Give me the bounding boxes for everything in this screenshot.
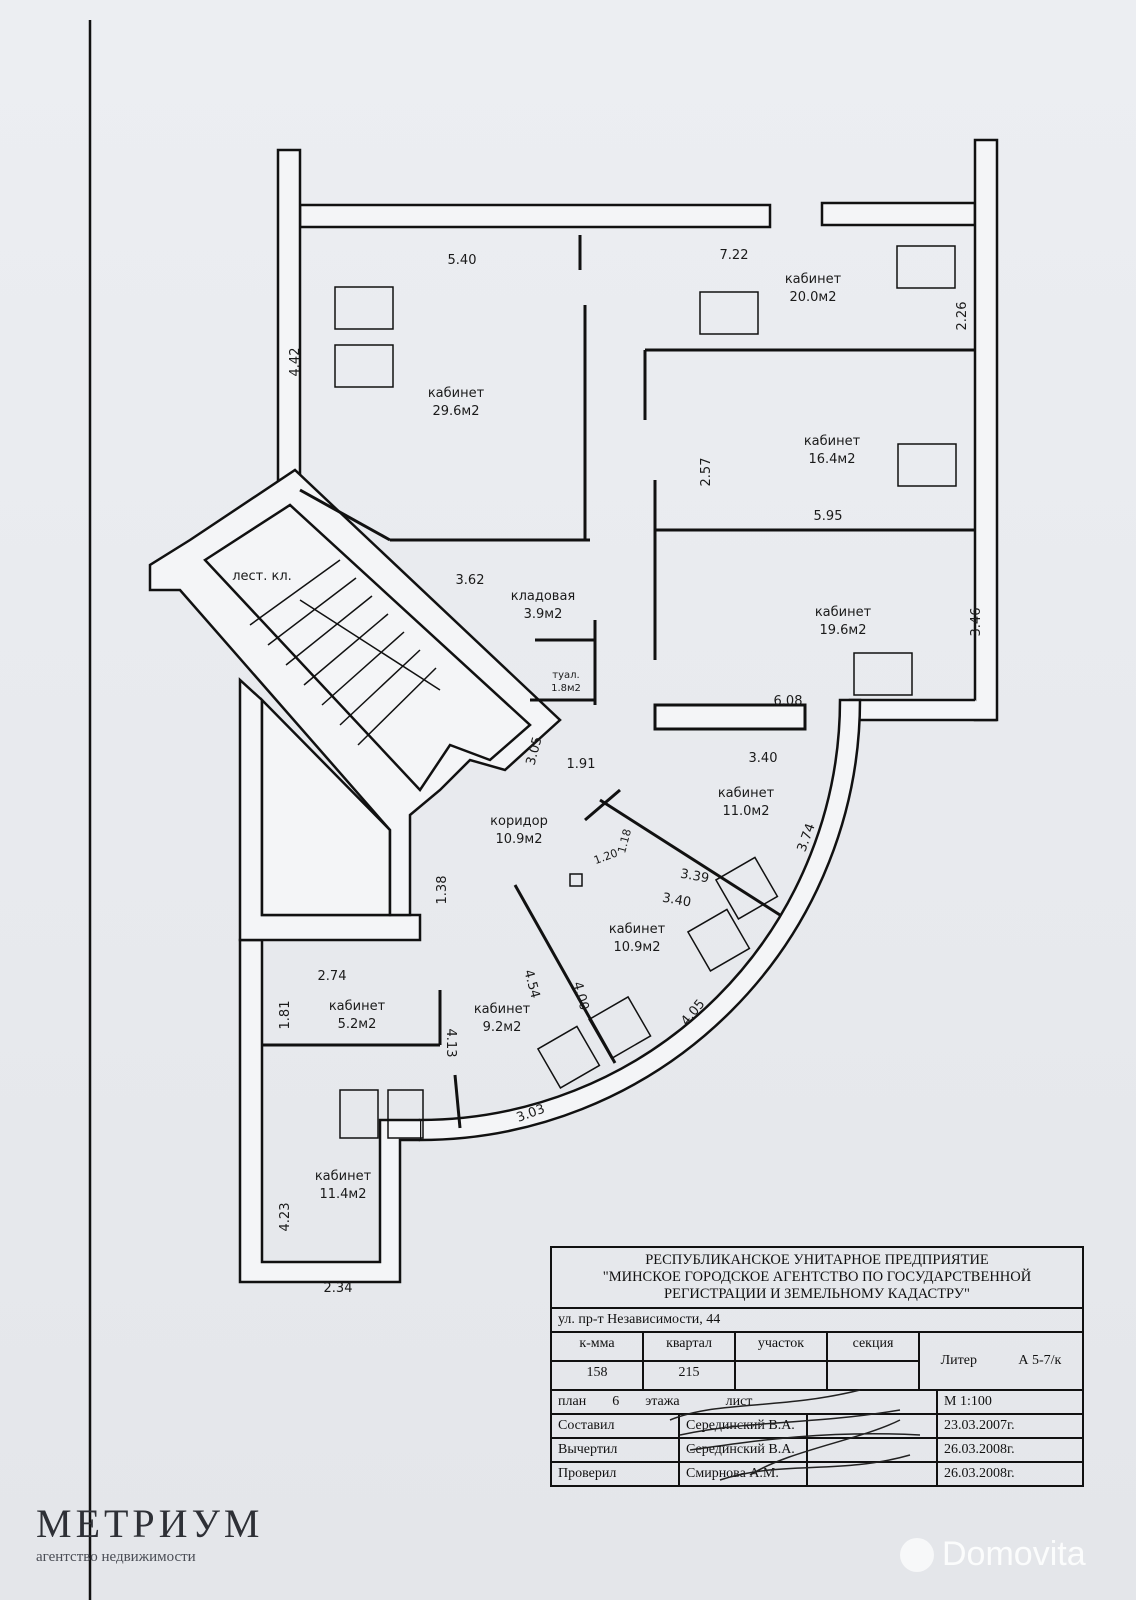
room-area: 10.9м2	[613, 940, 660, 955]
dimension: 2.34	[324, 1281, 353, 1296]
room-area: 5.2м2	[338, 1017, 377, 1032]
dimension: 3.46	[969, 608, 984, 637]
room-name: кабинет	[804, 434, 861, 449]
dimension: 4.23	[278, 1203, 293, 1232]
room-area: 29.6м2	[432, 404, 479, 419]
header-line: РЕГИСТРАЦИИ И ЗЕМЕЛЬНОМУ КАДАСТРУ"	[664, 1286, 970, 1302]
map-pin-icon	[900, 1537, 934, 1572]
signature-scribble	[808, 1415, 938, 1437]
room-name: кабинет	[474, 1002, 531, 1017]
col-header: участок	[736, 1333, 828, 1360]
dimension: 3.05	[524, 735, 546, 767]
dimension: 1.38	[435, 876, 450, 905]
floor-number: 6	[612, 1394, 620, 1409]
room-name: коридор	[490, 814, 548, 829]
dimension: 4.54	[520, 968, 542, 1000]
col-value	[736, 1362, 828, 1389]
agency-logo: МЕТРИУМ агентство недвижимости	[36, 1500, 263, 1566]
dimension: 4.13	[443, 1029, 458, 1058]
room-area: 9.2м2	[483, 1020, 522, 1035]
room-name: кабинет	[718, 786, 775, 801]
stair-steps	[249, 559, 441, 746]
address: ул. пр-т Независимости, 44	[558, 1312, 721, 1327]
signature-person: Серединский В.А.	[680, 1439, 808, 1461]
scale: М 1:100	[944, 1394, 992, 1409]
room-area: 3.9м2	[524, 607, 563, 622]
signature-person: Смирнова А.М.	[680, 1463, 808, 1485]
signature-role: Составил	[552, 1415, 680, 1437]
room-name: кабинет	[785, 272, 842, 287]
logo-tagline: агентство недвижимости	[36, 1549, 196, 1565]
col-header: квартал	[644, 1333, 736, 1360]
room-area: 11.0м2	[722, 804, 769, 819]
col-header: секция	[852, 1336, 894, 1351]
header-line: "МИНСКОЕ ГОРОДСКОЕ АГЕНТСТВО ПО ГОСУДАРС…	[602, 1269, 1032, 1285]
handwritten-signature	[669, 1389, 921, 1481]
room-area: 1.8м2	[551, 683, 581, 694]
dimension: 4.00	[569, 980, 591, 1012]
signature-role: Вычертил	[552, 1439, 680, 1461]
outer-walls	[148, 138, 999, 1284]
col-header: к-мма	[552, 1333, 644, 1360]
signature-date: 26.03.2008г.	[944, 1466, 1015, 1481]
room-name: кабинет	[609, 922, 666, 937]
signature-date: 23.03.2007г.	[944, 1418, 1015, 1433]
dimension: 3.62	[456, 573, 485, 588]
room-name: кабинет	[315, 1169, 372, 1184]
dimension: 2.74	[318, 969, 347, 984]
signature-scribble	[808, 1463, 938, 1485]
room-area: 10.9м2	[495, 832, 542, 847]
room-area: 16.4м2	[808, 452, 855, 467]
dimension: 3.40	[661, 891, 692, 911]
room-name: туал.	[552, 670, 579, 681]
dimension: 3.39	[679, 867, 710, 887]
furniture	[334, 245, 957, 1139]
dimension: 6.08	[774, 694, 803, 709]
signature-date: 26.03.2008г.	[944, 1442, 1015, 1457]
dimension: 7.22	[720, 248, 749, 263]
title-block: РЕСПУБЛИКАНСКОЕ УНИТАРНОЕ ПРЕДПРИЯТИЕ "М…	[550, 1246, 1084, 1487]
signature-role: Проверил	[552, 1463, 680, 1485]
liter-value: А 5-7/к	[1018, 1353, 1062, 1368]
dimension: 3.40	[749, 751, 778, 766]
dimension: 1.81	[278, 1001, 293, 1030]
dimension: 5.95	[814, 509, 843, 524]
dimension: 5.40	[448, 253, 477, 268]
dimension: 1.91	[567, 757, 596, 772]
floor-label: этажа	[645, 1394, 680, 1409]
room-name: кладовая	[511, 589, 576, 604]
room-name: кабинет	[815, 605, 872, 620]
liter-label: Литер	[940, 1353, 977, 1368]
dimension: 1.18	[615, 828, 634, 855]
dimension: 2.26	[955, 302, 970, 331]
room-name: кабинет	[329, 999, 386, 1014]
organization-header: РЕСПУБЛИКАНСКОЕ УНИТАРНОЕ ПРЕДПРИЯТИЕ "М…	[552, 1248, 1082, 1309]
watermark-text: Domovita	[942, 1535, 1086, 1573]
dimension: 4.42	[288, 348, 303, 377]
room-name: лест. кл.	[232, 569, 292, 584]
interior-walls	[262, 235, 975, 1129]
room-name: кабинет	[428, 386, 485, 401]
plan-label: план	[558, 1394, 587, 1409]
col-value: 215	[644, 1362, 736, 1389]
room-area: 20.0м2	[789, 290, 836, 305]
header-line: РЕСПУБЛИКАНСКОЕ УНИТАРНОЕ ПРЕДПРИЯТИЕ	[645, 1252, 989, 1268]
signature-scribble	[808, 1439, 938, 1461]
logo-name: МЕТРИУМ	[36, 1501, 264, 1546]
col-value: 158	[552, 1362, 644, 1389]
dimension: 1.20	[592, 846, 619, 867]
room-area: 19.6м2	[819, 623, 866, 638]
watermark: Domovita	[900, 1535, 1086, 1574]
dimension: 2.57	[699, 458, 714, 487]
room-area: 11.4м2	[319, 1187, 366, 1202]
